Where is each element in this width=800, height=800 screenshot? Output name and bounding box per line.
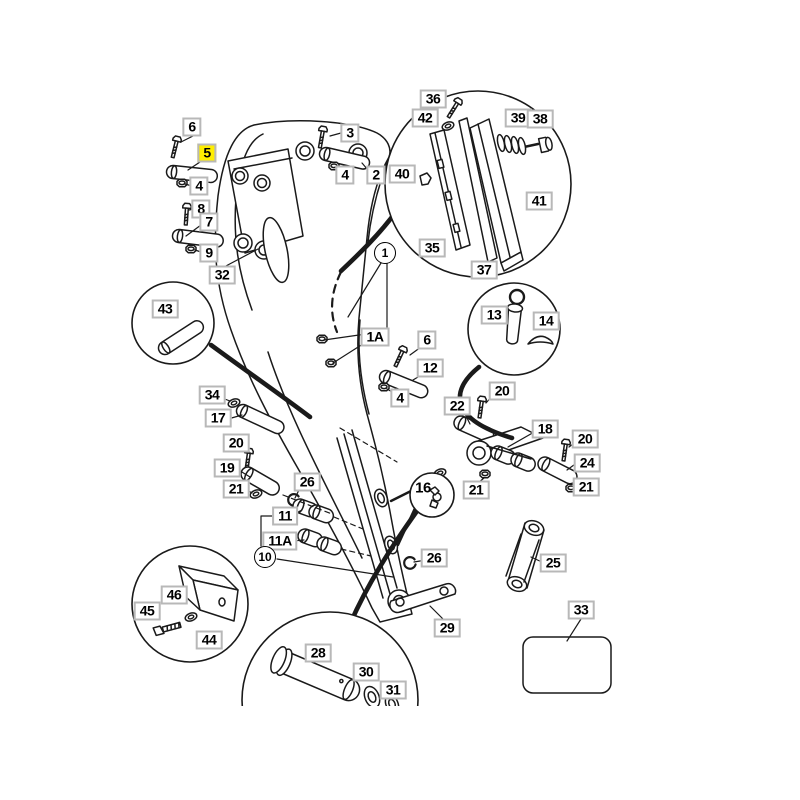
part-label-12[interactable]: 12 (416, 358, 444, 378)
tie-plate-29 (389, 582, 457, 614)
part-label-20[interactable]: 20 (488, 381, 516, 401)
part-label-20[interactable]: 20 (571, 429, 599, 449)
part-label-10[interactable]: 10 (254, 546, 276, 568)
detail-circle-grease-nipple (409, 472, 455, 518)
part-label-32[interactable]: 32 (208, 265, 236, 285)
part-label-7[interactable]: 7 (199, 212, 219, 232)
part-label-43[interactable]: 43 (151, 299, 179, 319)
part-label-3[interactable]: 3 (340, 123, 360, 143)
part-label-26[interactable]: 26 (293, 472, 321, 492)
bolt-45 (152, 621, 182, 637)
part-label-36[interactable]: 36 (419, 89, 447, 109)
part-label-21[interactable]: 21 (222, 479, 250, 499)
part-label-16[interactable]: 16 (415, 479, 431, 497)
detail-circle-wear-pads (384, 90, 572, 278)
part-label-42[interactable]: 42 (411, 108, 439, 128)
pin-28 (270, 646, 361, 702)
part-label-19[interactable]: 19 (213, 458, 241, 478)
part-label-38[interactable]: 38 (526, 109, 554, 129)
part-label-4[interactable]: 4 (189, 176, 209, 196)
part-label-33[interactable]: 33 (567, 600, 595, 620)
part-label-25[interactable]: 25 (539, 553, 567, 573)
part-label-1[interactable]: 1 (374, 242, 396, 264)
part-label-30[interactable]: 30 (352, 662, 380, 682)
link-25 (505, 519, 545, 593)
part-label-41[interactable]: 41 (525, 191, 553, 211)
part-label-6[interactable]: 6 (417, 330, 437, 350)
cotter-pin-14 (527, 335, 554, 345)
part-label-21[interactable]: 21 (462, 480, 490, 500)
part-label-5[interactable]: 5 (197, 143, 217, 163)
part-label-45[interactable]: 45 (133, 601, 161, 621)
bracket-44 (178, 565, 239, 622)
hidden-leader-thick (330, 270, 343, 334)
part-label-14[interactable]: 14 (532, 311, 560, 331)
part-label-46[interactable]: 46 (160, 585, 188, 605)
part-label-18[interactable]: 18 (531, 419, 559, 439)
loose-parts (165, 124, 612, 694)
part-label-35[interactable]: 35 (418, 238, 446, 258)
part-label-29[interactable]: 29 (433, 618, 461, 638)
part-label-44[interactable]: 44 (195, 630, 223, 650)
part-label-13[interactable]: 13 (480, 305, 508, 325)
part-label-26[interactable]: 26 (420, 548, 448, 568)
plate-33 (522, 636, 612, 694)
part-label-40[interactable]: 40 (388, 164, 416, 184)
part-label-2[interactable]: 2 (366, 165, 386, 185)
part-label-39[interactable]: 39 (504, 108, 532, 128)
grease-point-leaders (389, 488, 418, 547)
part-label-4[interactable]: 4 (335, 165, 355, 185)
part-label-1A[interactable]: 1A (360, 327, 390, 347)
part-label-24[interactable]: 24 (573, 453, 601, 473)
part-label-28[interactable]: 28 (304, 643, 332, 663)
dipper-arm (214, 120, 413, 623)
part-label-37[interactable]: 37 (470, 260, 498, 280)
part-label-34[interactable]: 34 (198, 385, 226, 405)
grease-nipple (429, 486, 442, 509)
part-label-11[interactable]: 11 (272, 506, 298, 526)
part-label-22[interactable]: 22 (443, 396, 471, 416)
part-label-11A[interactable]: 11A (262, 531, 298, 551)
part-label-9[interactable]: 9 (199, 243, 219, 263)
part-label-17[interactable]: 17 (204, 408, 232, 428)
part-label-20[interactable]: 20 (222, 433, 250, 453)
part-label-4[interactable]: 4 (390, 388, 410, 408)
part-label-31[interactable]: 31 (379, 680, 407, 700)
part-label-6[interactable]: 6 (182, 117, 202, 137)
part-label-21[interactable]: 21 (572, 477, 600, 497)
clip-40 (419, 172, 432, 186)
